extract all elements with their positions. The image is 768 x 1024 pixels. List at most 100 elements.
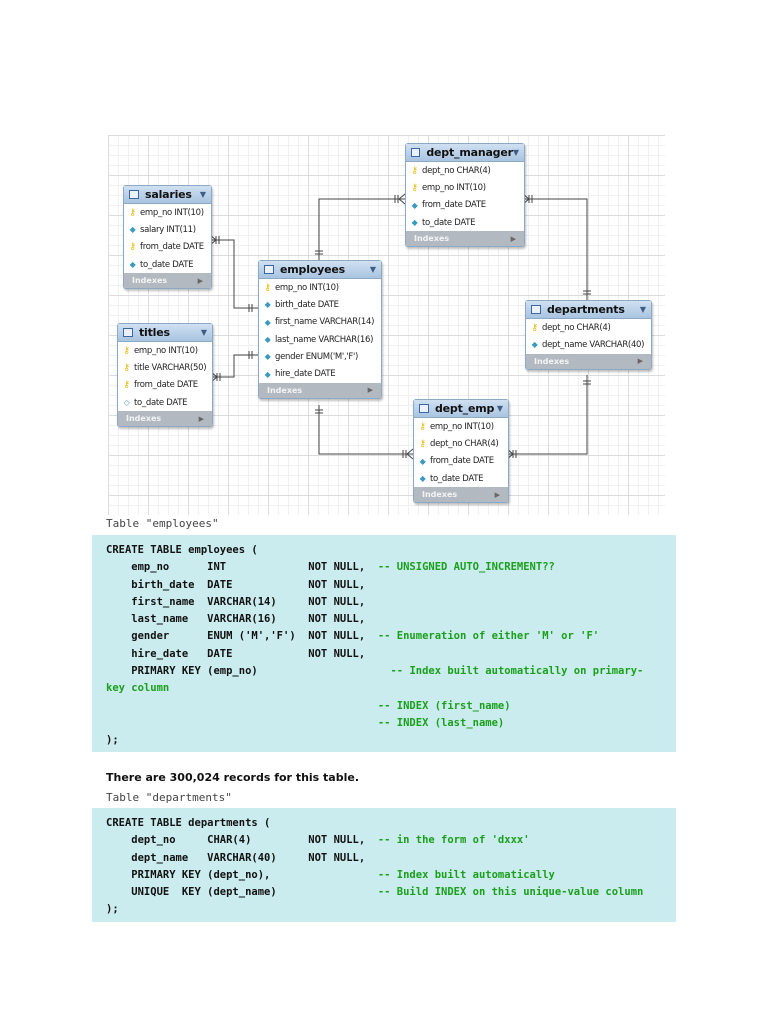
code-line: first_name VARCHAR(14) NOT NULL, [106, 594, 662, 611]
column-row[interactable]: ◆dept_name VARCHAR(40) [526, 336, 651, 353]
column-row[interactable]: ◆from_date DATE [406, 197, 524, 214]
column-row[interactable]: ⚷emp_no INT(10) [259, 279, 381, 296]
table-header[interactable]: departments▼ [526, 301, 651, 319]
expand-arrow-icon[interactable]: ▶ [637, 357, 643, 366]
record-count-note: There are 300,024 records for this table… [106, 771, 360, 784]
nullable-column-icon: ◇ [123, 398, 130, 408]
code-line: birth_date DATE NOT NULL, [106, 577, 662, 594]
section-label-departments: Table "departments" [106, 791, 232, 804]
column-row[interactable]: ⚷dept_no CHAR(4) [526, 319, 651, 336]
column-row[interactable]: ◆salary INT(11) [124, 221, 211, 238]
collapse-icon[interactable]: ▼ [512, 148, 519, 157]
code-line: ); [106, 901, 662, 918]
table-employees[interactable]: employees ▼ ⚷emp_no INT(10) ◆ birth_date DAT… [258, 260, 382, 399]
column-row[interactable]: ⚷emp_no INT(10) [414, 418, 508, 435]
indexes-label: Indexes [132, 276, 168, 286]
collapse-icon[interactable]: ▼ [200, 328, 207, 337]
expand-arrow-icon[interactable]: ▶ [198, 414, 204, 423]
column-label: first_name VARCHAR(14) [275, 317, 375, 328]
code-comment: key column [106, 682, 170, 695]
column-label: title VARCHAR(50) [134, 362, 207, 373]
column-row[interactable]: ◆ birth_date DATE [259, 296, 381, 313]
column-row[interactable]: ⚷emp_no INT(10) [124, 204, 211, 221]
expand-arrow-icon[interactable]: ▶ [197, 276, 203, 285]
column-row[interactable]: ⚷from_date DATE [118, 377, 212, 394]
key-icon: ⚷ [123, 380, 130, 391]
column-row[interactable]: ◆to_date DATE [124, 256, 211, 273]
collapse-icon[interactable]: ▼ [199, 190, 206, 199]
column-icon: ◆ [264, 369, 271, 379]
code-text: hire_date DATE NOT NULL, [106, 647, 366, 660]
column-row[interactable]: ◆ hire_date DATE [259, 365, 381, 382]
code-comment: -- UNSIGNED AUTO_INCREMENT?? [377, 561, 555, 574]
key-icon: ⚷ [129, 207, 136, 218]
column-icon: ◆ [419, 456, 426, 466]
indexes-section[interactable]: Indexes ▶ [124, 273, 211, 289]
column-label: to_date DATE [422, 217, 476, 228]
key-icon: ⚷ [419, 438, 426, 449]
code-line: CREATE TABLE departments ( [106, 815, 662, 832]
column-row[interactable]: ⚷dept_no CHAR(4) [414, 435, 508, 452]
section-label-employees: Table "employees" [106, 517, 219, 530]
table-header[interactable]: dept_emp▼ [414, 400, 508, 418]
table-salaries[interactable]: salaries▼⚷emp_no INT(10)◆salary INT(11)⚷… [123, 185, 212, 290]
code-block-employees: CREATE TABLE employees ( emp_no INT NOT … [92, 535, 676, 752]
table-dept-emp[interactable]: dept_emp▼⚷emp_no INT(10)⚷dept_no CHAR(4)… [413, 399, 509, 504]
table-dept-manager[interactable]: dept_manager▼⚷dept_no CHAR(4)⚷emp_no INT… [405, 143, 525, 248]
code-text: PRIMARY KEY (emp_no) [106, 665, 391, 678]
code-line: key column [106, 680, 662, 697]
table-name: employees [280, 263, 345, 276]
column-label: hire_date DATE [275, 369, 336, 380]
code-line: emp_no INT NOT NULL, -- UNSIGNED AUTO_IN… [106, 559, 662, 576]
table-header[interactable]: dept_manager▼ [406, 144, 524, 162]
column-label: to_date DATE [140, 259, 194, 270]
column-row[interactable]: ◆from_date DATE [414, 453, 508, 470]
code-line: gender ENUM ('M','F') NOT NULL, -- Enume… [106, 628, 662, 645]
column-label: birth_date DATE [275, 299, 339, 310]
column-icon: ◆ [129, 225, 136, 235]
column-row[interactable]: ⚷from_date DATE [124, 239, 211, 256]
collapse-icon[interactable]: ▼ [496, 404, 503, 413]
rel-salaries-employees [210, 239, 258, 309]
column-row[interactable]: ⚷emp_no INT(10) [406, 179, 524, 196]
key-icon: ⚷ [419, 421, 426, 432]
table-header[interactable]: employees ▼ [259, 261, 381, 279]
table-header[interactable]: titles ▼ [118, 324, 212, 342]
column-row[interactable]: ◆gender ENUM('M','F') [259, 348, 381, 365]
column-label: emp_no INT(10) [134, 345, 198, 356]
table-titles[interactable]: titles▼⚷emp_no INT(10)⚷title VARCHAR(50)… [117, 323, 213, 428]
column-row[interactable]: ◆to_date DATE [414, 470, 508, 487]
expand-arrow-icon[interactable]: ▶ [510, 234, 516, 243]
indexes-section[interactable]: Indexes▶ [259, 382, 381, 398]
column-label: dept_no CHAR(4) [422, 165, 491, 176]
indexes-section[interactable]: Indexes▶ [526, 353, 651, 369]
indexes-section[interactable]: Indexes▶ [118, 411, 212, 427]
table-name: dept_manager [426, 146, 513, 159]
code-block-departments: CREATE TABLE departments ( dept_no CHAR(… [92, 808, 676, 922]
column-row[interactable]: ⚷emp_no INT(10) [118, 342, 212, 359]
indexes-section[interactable]: Indexes▶ [406, 231, 524, 247]
er-diagram: salaries▼⚷emp_no INT(10)◆salary INT(11)⚷… [108, 135, 665, 515]
column-row[interactable]: ◆first_name VARCHAR(14) [259, 314, 381, 331]
table-departments[interactable]: departments▼⚷dept_no CHAR(4)◆dept_name V… [525, 300, 652, 370]
collapse-icon[interactable]: ▼ [369, 265, 376, 274]
key-icon: ⚷ [264, 282, 271, 293]
column-row[interactable]: ◆last_name VARCHAR(16) [259, 331, 381, 348]
column-icon: ◆ [264, 300, 271, 310]
code-comment: -- in the form of 'dxxx' [377, 834, 530, 847]
column-row[interactable]: ⚷dept_no CHAR(4) [406, 162, 524, 179]
table-header[interactable]: salaries▼ [124, 186, 211, 204]
code-comment: -- Enumeration of either 'M' or 'F' [377, 630, 600, 643]
collapse-icon[interactable]: ▼ [639, 305, 646, 314]
column-row[interactable]: ⚷title VARCHAR(50) [118, 359, 212, 376]
column-row[interactable]: ◆to_date DATE [406, 214, 524, 231]
expand-arrow-icon[interactable]: ▶ [367, 386, 373, 395]
expand-arrow-icon[interactable]: ▶ [494, 490, 500, 499]
table-name: titles [139, 326, 170, 339]
code-text: ); [106, 734, 119, 747]
code-line: dept_name VARCHAR(40) NOT NULL, [106, 850, 662, 867]
code-text: dept_no CHAR(4) NOT NULL, [106, 834, 378, 847]
indexes-section[interactable]: Indexes▶ [414, 487, 508, 503]
column-row[interactable]: ◇to_date DATE [118, 394, 212, 411]
key-icon: ⚷ [411, 182, 418, 193]
